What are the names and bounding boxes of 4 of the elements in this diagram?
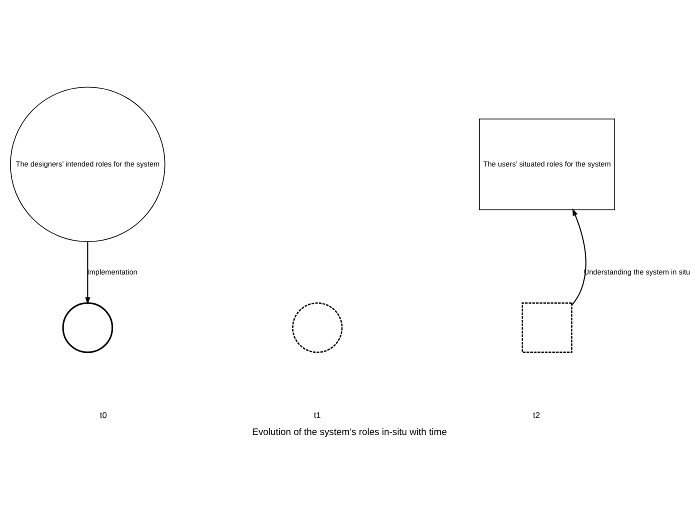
label: t1 xyxy=(314,409,321,420)
label: t0 xyxy=(100,409,107,420)
label: t2 xyxy=(533,409,540,420)
caption: Evolution of the system’s roles in-situ with time xyxy=(252,425,447,436)
